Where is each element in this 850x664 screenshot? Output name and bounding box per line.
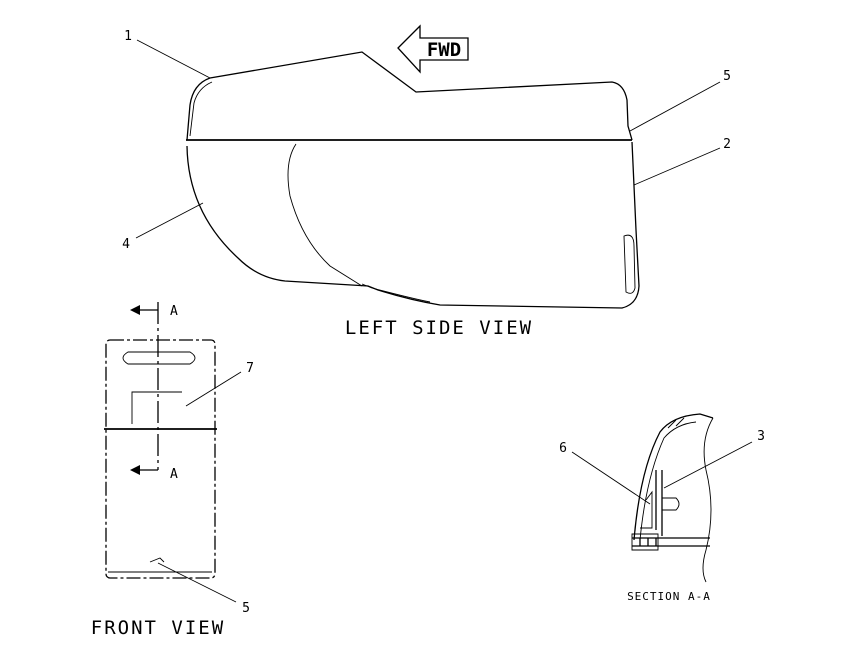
fwd-arrow-icon: [397, 24, 469, 74]
leader-1: [136, 39, 211, 79]
callout-6: 6: [559, 441, 567, 456]
handle-slot: [623, 234, 636, 294]
leader-5-side: [629, 81, 721, 132]
section-base: [632, 537, 710, 547]
lower-panel-inner-curve: [287, 143, 363, 287]
section-break-line: [702, 417, 714, 583]
section-marker-bottom: A: [170, 467, 178, 482]
section-a-a-view: 6 3 SECTION A-A: [559, 413, 765, 603]
lower-panel-step: [361, 283, 431, 303]
fwd-arrow: FWD: [397, 24, 469, 74]
section-clip: [640, 490, 653, 529]
leader-5-front: [157, 562, 237, 603]
section-marker-top: A: [170, 304, 178, 319]
section-fastener: [662, 497, 680, 511]
section-wall: [655, 470, 663, 536]
callout-5-front: 5: [242, 601, 250, 616]
callout-3: 3: [757, 429, 765, 444]
section-outer-profile: [633, 413, 714, 541]
fwd-label: FWD: [427, 39, 461, 61]
section-arrowhead-top-icon: [130, 305, 140, 315]
callout-1: 1: [124, 29, 132, 44]
callout-2: 2: [723, 137, 731, 152]
front-view-title: FRONT VIEW: [91, 617, 225, 639]
leader-2: [633, 147, 721, 186]
callout-7: 7: [246, 361, 254, 376]
leader-6: [571, 451, 651, 505]
front-view: A A 7 5 FRONT VIEW: [91, 302, 254, 639]
section-a-a-title: SECTION A-A: [627, 590, 711, 603]
callout-5-side: 5: [723, 69, 731, 84]
leader-7: [185, 371, 242, 407]
callout-4: 4: [122, 237, 130, 252]
leader-3: [663, 441, 753, 489]
upper-panel-outline: [186, 51, 633, 141]
lower-panel-outline: [186, 141, 640, 309]
section-inner-profile: [639, 421, 697, 541]
front-label-area: [131, 391, 182, 424]
front-slot: [122, 351, 196, 365]
left-side-view-title: LEFT SIDE VIEW: [345, 317, 533, 339]
section-hatch-1: [667, 417, 685, 429]
left-side-view: FWD 1 5 2 4 LEFT SIDE VIEW: [122, 24, 731, 339]
section-arrowhead-bottom-icon: [130, 465, 140, 475]
upper-panel-inner-edge: [189, 81, 213, 137]
front-panel-outline: [105, 339, 216, 579]
section-base-fill: [631, 533, 659, 551]
front-tab: [149, 557, 165, 563]
leader-4: [135, 202, 204, 239]
